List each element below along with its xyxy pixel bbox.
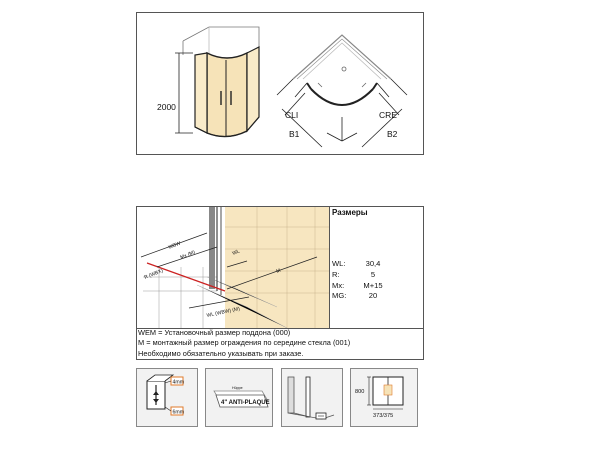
dimensions-title: Размеры	[332, 208, 368, 217]
wall-tint	[225, 207, 329, 328]
note-line: Необходимо обязательно указывать при зак…	[138, 348, 304, 358]
label-wl: WL	[232, 248, 241, 256]
height-adjust-icon: 800 373/375	[350, 368, 418, 427]
label-wbw: WBW	[168, 240, 182, 250]
seal-profile-icon	[281, 368, 343, 427]
dimension-value: 30,4	[365, 259, 381, 268]
dimensions-table: WL: 30,4 R: 5 Mx: M+15 MG: 20	[332, 259, 388, 302]
divider-horizontal	[137, 328, 423, 329]
enclosure-perspective	[175, 26, 260, 138]
note-line: M = монтажный размер ограждения по серед…	[138, 338, 351, 348]
anti-plaque-label: 4" ANTI-PLAQUE	[221, 400, 270, 406]
b2-label: B2	[387, 129, 398, 139]
adjust-height-label: 800	[355, 389, 364, 395]
cli-label: CLI	[285, 110, 298, 120]
glass-thickness-icon: 4mm 6mm	[136, 368, 198, 427]
red-reference-line	[146, 262, 226, 292]
label-r: R (WBX)	[144, 268, 165, 281]
b1-label: B1	[289, 129, 300, 139]
glass-6mm-label: 6mm	[173, 409, 185, 415]
note-line: WEM = Установочный размер поддона (000)	[138, 328, 291, 337]
dimension-key: MG:	[332, 291, 347, 301]
install-diagram-panel: WBW Mx (M) R (WBX) WL M WL (WBW) (M)	[136, 206, 424, 360]
floor-tiles	[143, 267, 288, 328]
dimension-row: Mx: M+15	[332, 281, 388, 292]
divider-vertical	[329, 207, 330, 328]
dimension-key: R:	[332, 269, 340, 279]
dimension-value: 5	[370, 269, 376, 279]
wall-profile	[209, 207, 215, 289]
cre-label: CRE	[379, 110, 397, 120]
label-m: M	[276, 268, 282, 275]
label-mx: Mx (M)	[180, 249, 197, 261]
dimension-value: 20	[368, 291, 378, 301]
dimension-key: WL:	[332, 259, 346, 268]
top-diagram-panel: 2000	[136, 12, 424, 155]
adjust-range-label: 373/375	[373, 413, 393, 419]
coating-brand-label: Hüppe	[232, 386, 243, 390]
dimension-row: R: 5	[332, 270, 388, 281]
dimension-row: WL: 30,4	[332, 259, 388, 270]
dimension-key: Mx:	[332, 280, 345, 290]
installation-notes: WEM = Установочный размер поддона (000) …	[136, 328, 423, 360]
glass-4mm-label: 4mm	[173, 379, 185, 385]
dimension-value: M+15	[363, 280, 383, 290]
enclosure-diagram: 2000	[157, 26, 408, 148]
dimension-row: MG: 20	[332, 291, 388, 302]
anti-plaque-icon: Hüppe 4" ANTI-PLAQUE	[205, 368, 273, 427]
install-detail-drawing: WBW Mx (M) R (WBX) WL M WL (WBW) (M)	[140, 207, 329, 328]
enclosure-top-view	[276, 34, 408, 148]
dimension-lines	[140, 232, 318, 309]
height-label: 2000	[157, 102, 176, 112]
